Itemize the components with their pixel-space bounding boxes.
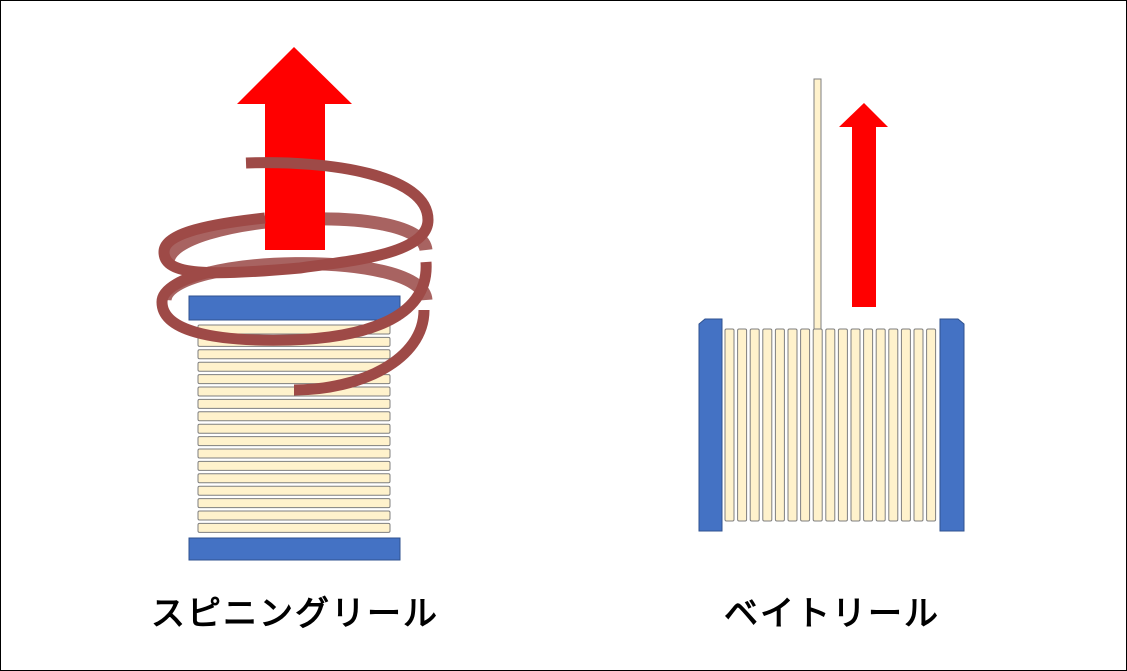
line-wrap <box>749 328 760 522</box>
spiral-line-front-top <box>158 157 434 279</box>
line-wrap <box>863 328 874 522</box>
line-wrap <box>825 328 836 522</box>
line-wrap <box>197 522 391 533</box>
line-wrap <box>812 328 823 522</box>
line-wrap <box>737 328 748 522</box>
line-wrap <box>888 328 899 522</box>
line-wrap <box>197 411 391 422</box>
baitcasting-reel-illustration <box>698 78 965 532</box>
line-wrap <box>762 328 773 522</box>
line-wrap <box>197 398 391 409</box>
spinning-wound-line <box>197 324 391 533</box>
line-wrap <box>787 328 798 522</box>
spiral-line-front-middle <box>156 261 432 346</box>
bait-right-flange <box>939 318 965 532</box>
line-wrap <box>197 460 391 471</box>
spinning-bottom-flange <box>188 537 401 561</box>
line-wrap <box>197 498 391 509</box>
line-wrap <box>774 328 785 522</box>
line-wrap <box>197 423 391 434</box>
line-wrap <box>800 328 811 522</box>
bait-outgoing-line <box>813 78 822 330</box>
line-wrap <box>197 361 391 372</box>
bait-left-flange <box>698 318 723 532</box>
baitcasting-reel-label: ベイトリール <box>724 594 940 634</box>
line-wrap <box>913 328 924 522</box>
bait-wound-line <box>724 328 937 522</box>
spinning-top-flange <box>188 295 401 321</box>
line-wrap <box>926 328 937 522</box>
spiral-line-front-bottom <box>293 309 430 396</box>
line-wrap <box>724 328 735 522</box>
spinning-reel-label: スピニングリール <box>151 594 439 634</box>
line-wrap <box>197 448 391 459</box>
line-wrap <box>875 328 886 522</box>
line-wrap <box>197 473 391 484</box>
line-wrap <box>197 485 391 496</box>
spinning-reel-illustration <box>156 47 434 561</box>
line-wrap <box>900 328 911 522</box>
line-wrap <box>850 328 861 522</box>
line-wrap <box>837 328 848 522</box>
spinning-up-arrow <box>237 47 352 250</box>
bait-up-arrow <box>839 103 888 307</box>
line-wrap <box>197 349 391 360</box>
line-wrap <box>197 510 391 521</box>
line-wrap <box>197 436 391 447</box>
